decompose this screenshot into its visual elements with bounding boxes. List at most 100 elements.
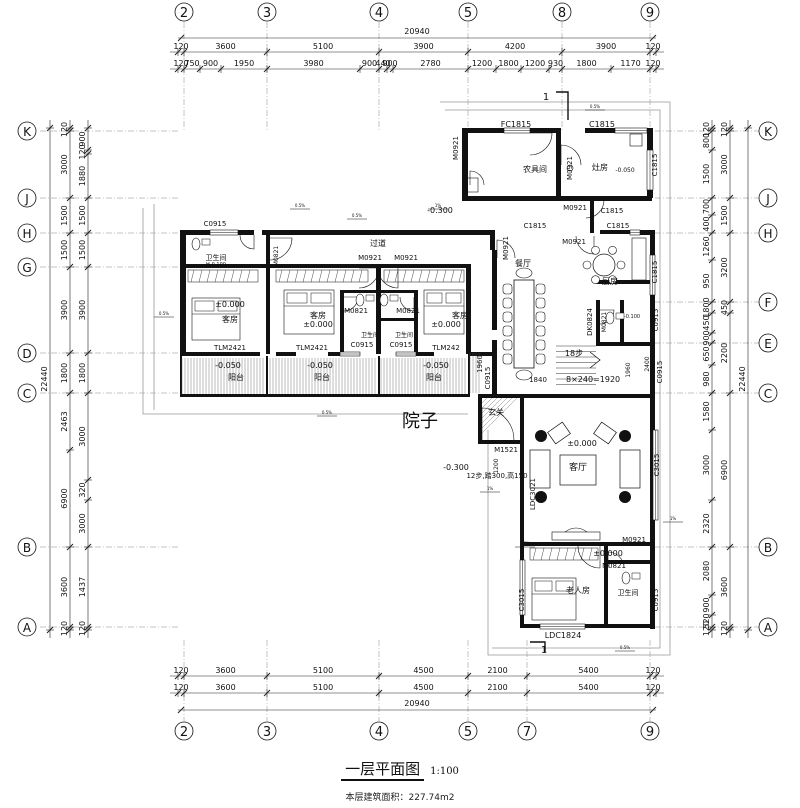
dining-chair [535, 283, 546, 295]
grid-lines [40, 22, 760, 721]
bottom-row2-tick [646, 689, 654, 697]
dining-chair [502, 325, 513, 337]
door-guest1 [269, 237, 293, 261]
bottom-row1-tick [646, 672, 654, 680]
bottom-row1-value: 5100 [313, 666, 333, 675]
floor-drain [566, 164, 574, 172]
side-lamp [619, 491, 631, 503]
level-guest2: ±0.000 [303, 320, 333, 329]
wall [520, 624, 540, 628]
right-inner-value: 800 [702, 133, 711, 148]
wardrobe-hanger [540, 547, 545, 561]
slope-label: 1% [487, 486, 494, 491]
door-guest2 [358, 267, 380, 289]
top-row2-value: 120 [645, 59, 660, 68]
tool-rack [465, 177, 479, 193]
bottom-total-tick [649, 706, 657, 714]
left-inner-value: 120 [78, 621, 87, 636]
left-inner-tick [84, 496, 92, 504]
pillow [534, 580, 553, 592]
bottom-row1-tick [375, 672, 383, 680]
wardrobe-hanger [222, 269, 227, 283]
bottom-row2-value: 4500 [413, 683, 433, 692]
bottom-row2-tick [180, 689, 188, 697]
door-dining [496, 239, 516, 259]
wall [650, 394, 655, 629]
right-outer-tick [726, 309, 734, 317]
top-row2-value: 900 [203, 59, 218, 68]
bottom-row1-value: 3600 [215, 666, 235, 675]
left-inner-tick [84, 263, 92, 271]
dining-chair [535, 353, 546, 365]
kitchen-stool [608, 275, 617, 285]
bottom-row2-tick [263, 689, 271, 697]
left-outer-value: 6900 [60, 488, 69, 508]
top-row1-value: 120 [173, 42, 188, 51]
left-inner-value: 1437 [78, 577, 87, 597]
axis-bubble [17, 383, 37, 403]
left-inner-value: 320 [78, 482, 87, 497]
wall [492, 250, 497, 330]
site-line [142, 208, 468, 415]
pillow [426, 292, 443, 304]
left-outer-value: 1500 [60, 240, 69, 260]
right-inner-value: 950 [702, 273, 711, 288]
top-row1-tick [558, 48, 566, 56]
wash-basin [615, 312, 625, 320]
wardrobe-hanger [572, 547, 577, 561]
label-m1521: M1521 [494, 446, 518, 454]
dining-chair [535, 325, 546, 337]
slope-label: 0.5% [620, 645, 630, 650]
axis-bubble [517, 721, 537, 741]
axis-bubble [758, 537, 778, 557]
label-c0915: C0915 [204, 220, 227, 228]
left-outer-tick [66, 124, 74, 132]
bed-guest3 [423, 289, 465, 335]
top-row2-tick [492, 65, 500, 73]
wall [266, 234, 270, 354]
bottom-row1-value: 2100 [487, 666, 507, 675]
wall [414, 290, 418, 354]
section-line-bottom [530, 641, 546, 652]
label-c0915-elder: C0915 [652, 589, 660, 612]
axis-bubble [17, 617, 37, 637]
level-guest3: ±0.000 [431, 320, 461, 329]
foyer-hatch [481, 397, 518, 434]
dining-chair [502, 339, 513, 351]
wardrobe-hanger [458, 269, 463, 283]
armchair [547, 421, 571, 445]
door-j [585, 199, 605, 219]
top-row2-tick [174, 65, 182, 73]
top-row2-tick [464, 65, 472, 73]
wardrobe-hanger [230, 269, 235, 283]
left-inner-tick [84, 476, 92, 484]
axis-bubble [174, 2, 194, 22]
axis-bubble-label: E [764, 337, 772, 351]
left-inner-value: 120 [78, 144, 87, 159]
axis-bubble [369, 721, 389, 741]
top-row1-value: 5100 [313, 42, 333, 51]
label-c1815-east: C1815 [651, 154, 659, 177]
toilet [379, 293, 389, 307]
left-inner-value: 1800 [78, 363, 87, 383]
right-inner-value: 900 [702, 330, 711, 345]
right-outer-tick [726, 124, 734, 132]
bottom-row2-value: 5400 [578, 683, 598, 692]
dim-2400: 2400 [644, 356, 651, 371]
right-inner-tick [708, 309, 716, 317]
kitchen-stool [591, 245, 600, 255]
axis-bubble-label: D [22, 347, 31, 361]
wall [462, 128, 468, 200]
room-balcony2: 阳台 [314, 372, 330, 382]
pillow [445, 292, 462, 304]
right-inner-tick [708, 329, 716, 337]
right-inner-value: 520 [702, 613, 711, 628]
label-tlm2421-1: TLM2421 [213, 344, 246, 352]
pillow [194, 300, 215, 312]
label-fc1815: FC1815 [501, 120, 532, 129]
axis-bubble-label: A [23, 621, 32, 635]
room-elder: 老人房 [566, 585, 590, 595]
label-c1815-kitchen: C1815 [651, 261, 659, 284]
site-line [440, 101, 671, 656]
wall [180, 264, 268, 268]
